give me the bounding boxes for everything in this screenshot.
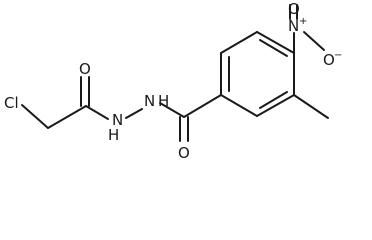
bond-methyl [293, 94, 329, 119]
atom-o-carbonyl-left: O [79, 60, 91, 78]
ring-bond-6 [220, 94, 258, 117]
molecule-canvas: Cl O H N N H O N + O O − [4, 0, 342, 162]
bond-n-n [125, 108, 143, 119]
atom-labels: Cl O H N N H O N + O O − [4, 0, 342, 162]
ring-inner-3 [259, 91, 288, 109]
atom-n-right: N [144, 92, 155, 110]
atom-cl: Cl [4, 94, 19, 112]
atom-o-nitro-top: O [288, 0, 300, 18]
ring-bond-5 [256, 94, 295, 117]
atom-o-nitro-right: O [323, 51, 335, 69]
ring-bond-3 [256, 31, 295, 54]
atom-n-left: N [112, 111, 123, 129]
bond-nh-amide [159, 102, 185, 118]
structure-diagram: Cl O H N N H O N + O O − [4, 0, 342, 162]
bond-carbonyl-nh [85, 105, 109, 120]
ring-inner-2 [259, 39, 288, 57]
bond-ch2-carbonyl [47, 105, 87, 129]
bonds [21, 4, 329, 142]
bond-nitro-o-right [303, 31, 325, 51]
atom-h-left: H [108, 126, 119, 144]
charge-o-minus: − [334, 50, 342, 61]
bond-amide-ring [183, 94, 222, 118]
bond-cl-ch2 [21, 104, 49, 129]
atom-h-right: H [158, 92, 169, 110]
charge-n-plus: + [299, 16, 307, 27]
atom-o-amide: O [178, 144, 190, 162]
atom-n-nitro: N [288, 17, 299, 35]
ring-bond-2 [220, 31, 258, 54]
